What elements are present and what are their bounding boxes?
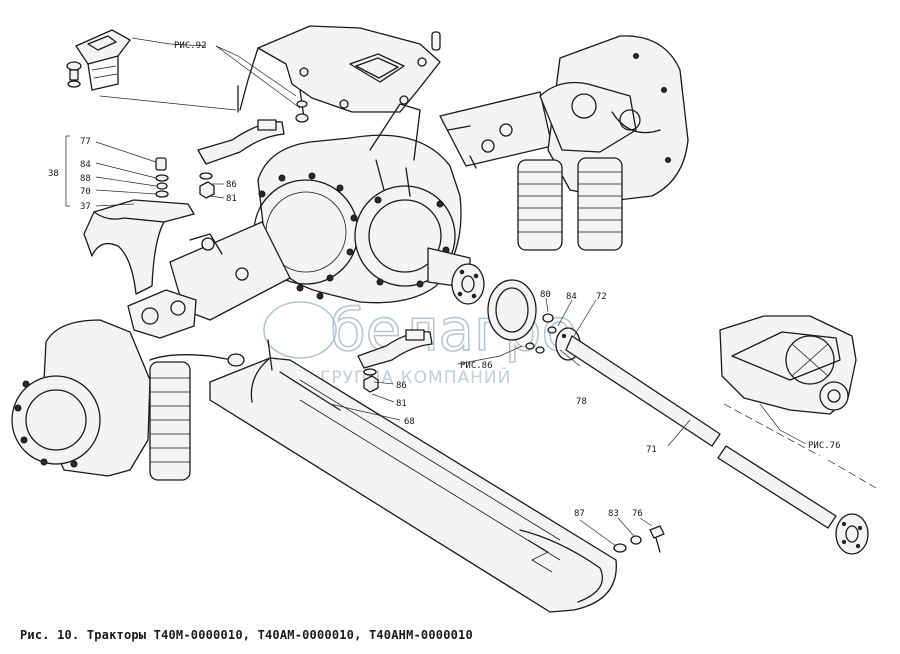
label-81a: 81 [226, 194, 237, 204]
brake-hose [149, 353, 245, 367]
left-steering-bellows [149, 361, 191, 481]
clamp-half-lower [357, 329, 433, 393]
right-steering-bellows [517, 157, 623, 251]
label-86a: 86 [226, 180, 237, 190]
upper-mount-bracket [239, 25, 441, 113]
washers-80-84 [525, 313, 557, 354]
stud-pins [237, 85, 309, 123]
label-76: 76 [632, 509, 643, 519]
leader-lines [65, 37, 807, 547]
shield-tube-68 [209, 339, 617, 613]
label-80: 80 [540, 290, 551, 300]
output-flange [427, 247, 485, 305]
fasteners-87-83-76 [613, 525, 665, 553]
shield-37 [83, 199, 195, 295]
label-37: 37 [80, 202, 91, 212]
label-38: 38 [48, 169, 59, 179]
label-83: 83 [608, 509, 619, 519]
left-universal-joint [127, 289, 197, 339]
label-ris86: РИС.86 [460, 361, 493, 371]
label-71: 71 [646, 445, 657, 455]
label-84b: 84 [566, 292, 577, 302]
left-final-drive [11, 319, 151, 477]
part-labels: РИС.92 77 84 38 88 70 37 86 81 80 84 72 … [48, 41, 841, 519]
label-78: 78 [576, 397, 587, 407]
label-ris92: РИС.92 [174, 41, 207, 51]
label-88: 88 [80, 174, 91, 184]
seal-ring [487, 279, 537, 341]
label-84a: 84 [80, 160, 91, 170]
label-86b: 86 [396, 381, 407, 391]
nut-86-81-left [199, 172, 215, 199]
label-70: 70 [80, 187, 91, 197]
watermark-emblem [263, 301, 337, 359]
differential-housing [253, 103, 462, 304]
bolt-stack-38 [155, 157, 169, 198]
right-axle-tube [439, 91, 553, 169]
label-81b: 81 [396, 399, 407, 409]
bolt-77-top [66, 61, 82, 88]
label-77: 77 [80, 137, 91, 147]
rubber-cushion [75, 29, 131, 91]
label-87: 87 [574, 509, 585, 519]
reduction-gearbox [719, 315, 857, 415]
label-72: 72 [596, 292, 607, 302]
drive-shaft-71 [555, 327, 877, 555]
clamp-half-upper [197, 119, 285, 165]
figure-caption: Рис. 10. Тракторы Т40М-0000010, Т40АМ-00… [20, 628, 473, 642]
label-ris76: РИС.76 [808, 441, 841, 451]
label-68: 68 [404, 417, 415, 427]
